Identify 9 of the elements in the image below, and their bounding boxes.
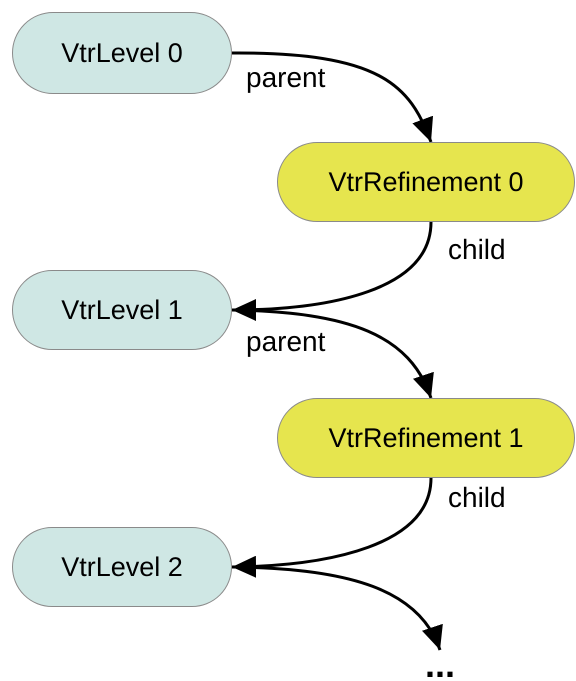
rounded-node: VtrLevel 0 xyxy=(12,12,232,94)
rounded-node: VtrRefinement 0 xyxy=(277,142,575,222)
arrow xyxy=(232,308,432,399)
rounded-node: VtrRefinement 1 xyxy=(277,398,575,478)
rounded-node: VtrLevel 1 xyxy=(12,270,232,350)
arrow xyxy=(232,566,442,651)
rounded-node: VtrLevel 2 xyxy=(12,527,232,607)
arrow xyxy=(232,52,432,143)
ellipsis-text: ... xyxy=(418,650,462,680)
